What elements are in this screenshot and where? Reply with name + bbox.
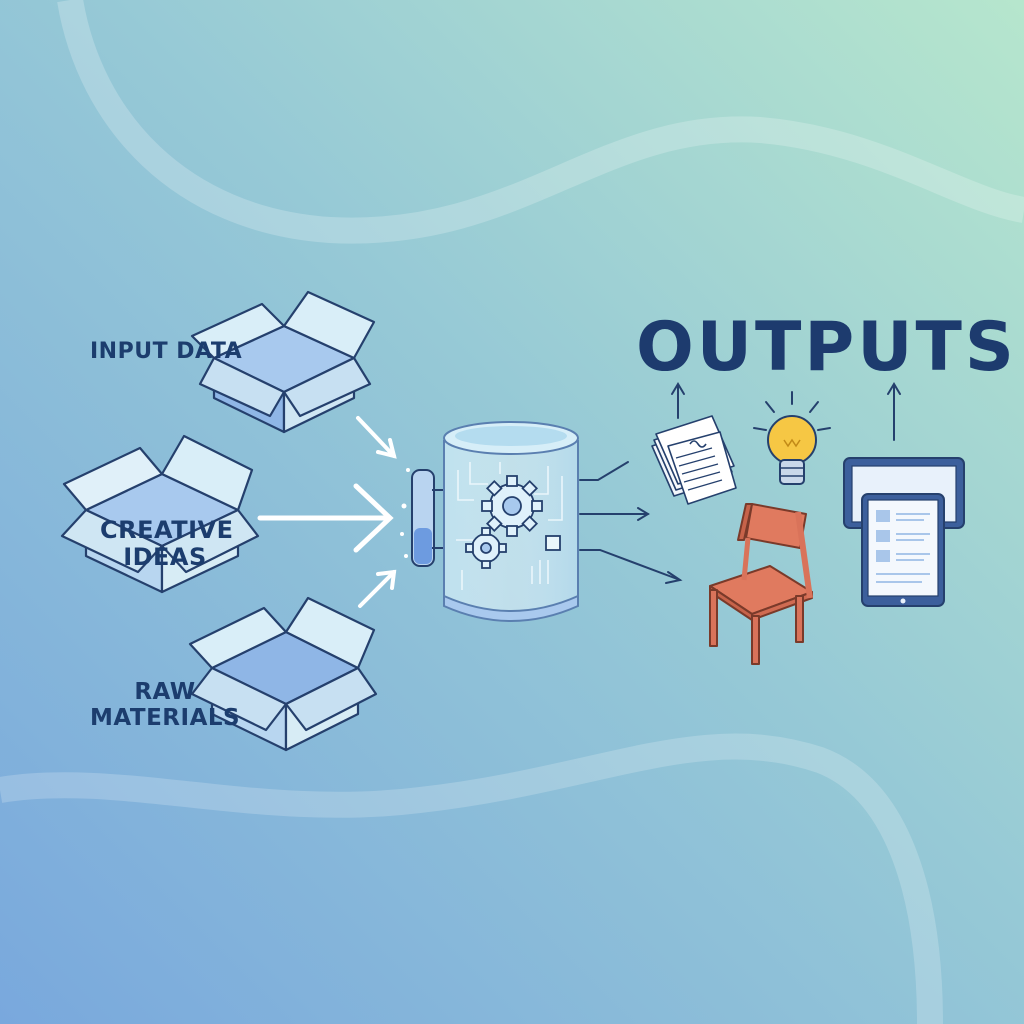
decorative-wave-top [57, 0, 1024, 244]
tablet-icon [843, 457, 965, 607]
open-box-icon [60, 434, 260, 594]
chair-icon [709, 503, 813, 665]
input-data-label: INPUT DATA [90, 339, 243, 364]
open-box-icon [188, 596, 378, 752]
raw-materials-label: RAW MATERIALS [90, 679, 241, 731]
input-arrows [257, 416, 397, 608]
decorative-wave-bottom [0, 733, 943, 1024]
gear-machine-icon [400, 421, 579, 622]
open-box-icon [190, 290, 376, 434]
lightbulb-icon [753, 391, 831, 485]
document-stack-icon [651, 415, 737, 505]
creative-ideas-label: CREATIVE IDEAS [100, 516, 234, 571]
outputs-title: OUTPUTS [636, 308, 1017, 387]
output-arrows [579, 382, 901, 584]
